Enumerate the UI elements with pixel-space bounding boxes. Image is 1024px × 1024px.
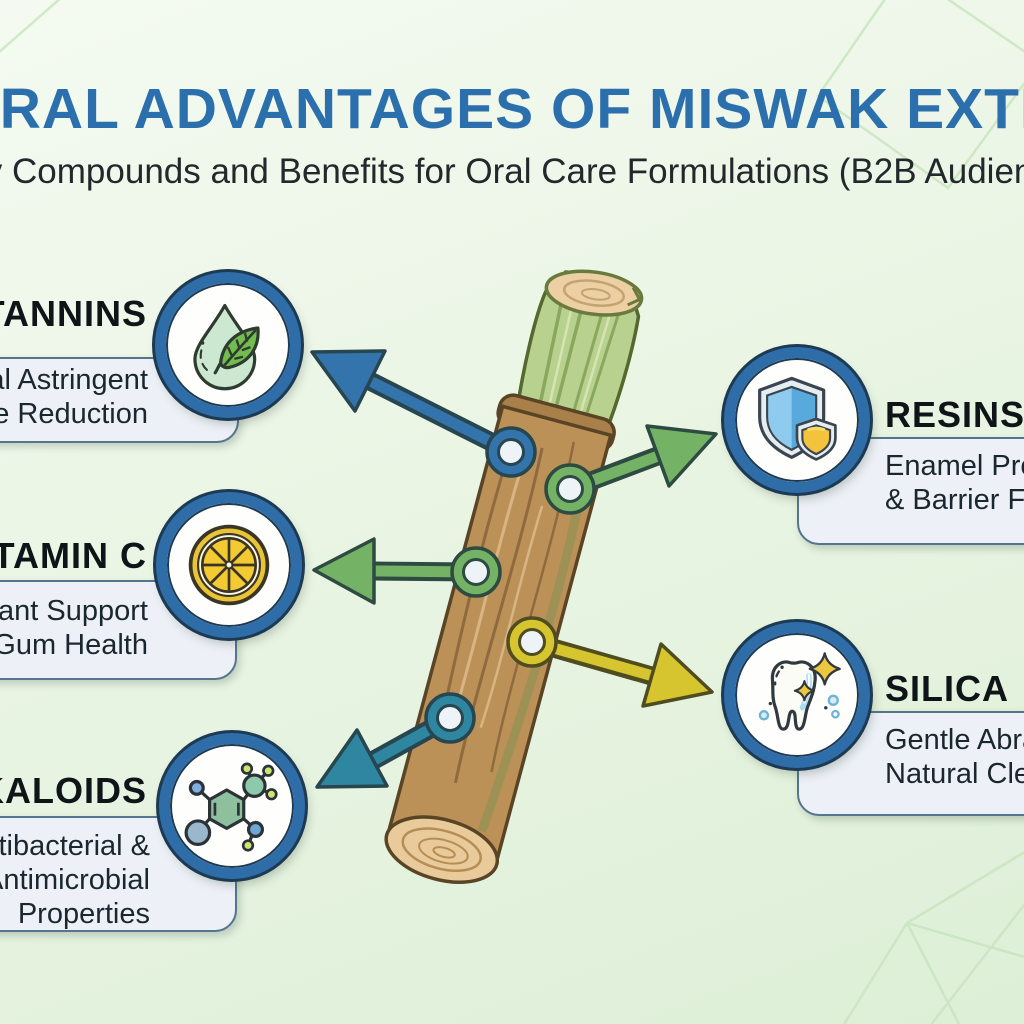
page-title: NATURAL ADVANTAGES OF MISWAK EXTRACT	[0, 77, 1024, 141]
arrow-tannins	[310, 349, 537, 478]
alkaloids-heading: ALKALOIDS	[0, 770, 147, 811]
benefit-line: Antimicrobial	[0, 864, 150, 896]
cut-face-top	[544, 269, 644, 317]
benefit-line: Enamel Protection	[885, 450, 1024, 482]
arrow-alkaloids	[315, 692, 476, 789]
connector-node	[485, 426, 537, 478]
alkaloids-circle	[159, 733, 305, 879]
benefit-line: Antibacterial &	[0, 830, 150, 862]
stick-shaft	[384, 404, 613, 869]
vitamin-c-heading: VITAMIN C	[0, 535, 147, 576]
arrowhead	[641, 642, 714, 708]
double-shield-icon	[758, 376, 837, 461]
molecule-icon	[184, 762, 278, 852]
miswak-stick	[384, 269, 644, 884]
arrow-vitamin-c	[312, 537, 502, 605]
connector-node	[424, 692, 476, 744]
silica-heading: SILICA	[885, 668, 1010, 709]
stick-collar	[496, 393, 616, 453]
sparkling-tooth-icon	[758, 652, 841, 731]
arrowhead	[312, 537, 376, 605]
tannins-benefit-text: Natural Astringent Plaque Reduction	[0, 363, 148, 431]
bristle-tip	[515, 270, 641, 437]
benefit-line: & Gum Health	[0, 629, 148, 661]
page-subtitle: Key Compounds and Benefits for Oral Care…	[0, 152, 1024, 191]
vitamin-c-circle	[156, 492, 302, 638]
benefit-line: Antioxidant Support	[0, 595, 148, 627]
citrus-slice-icon	[188, 524, 270, 606]
connector-node	[450, 546, 502, 598]
benefit-line: Natural Cleaning	[885, 758, 1024, 790]
benefit-line: & Barrier Function	[885, 484, 1024, 516]
resins-heading: RESINS	[885, 394, 1024, 435]
arrow-silica	[506, 616, 714, 708]
cut-face-bottom	[384, 815, 500, 884]
benefit-line: Plaque Reduction	[0, 398, 148, 430]
tannins-circle	[155, 272, 301, 418]
arrowhead	[645, 424, 718, 488]
droplet-leaf-icon	[193, 303, 260, 391]
alkaloids-benefit-card	[0, 816, 237, 932]
benefit-line: Natural Astringent	[0, 364, 148, 396]
arrowhead	[315, 728, 389, 789]
tannins-heading: TANNINS	[0, 293, 147, 334]
benefit-line: Gentle Abrasive	[885, 724, 1024, 756]
resins-circle	[724, 347, 870, 493]
silica-benefit-text: Gentle Abrasive Natural Cleaning	[885, 723, 1024, 791]
vitamin-c-benefit-text: Antioxidant Support & Gum Health	[0, 594, 148, 662]
silica-circle	[724, 622, 870, 768]
connector-node	[506, 616, 558, 668]
benefit-line: Properties	[17, 898, 150, 930]
alkaloids-benefit-text: Antibacterial & Antimicrobial Properties	[0, 829, 150, 931]
arrowhead	[310, 349, 387, 413]
resins-benefit-text: Enamel Protection & Barrier Function	[885, 449, 1024, 517]
connector-node	[544, 463, 596, 515]
arrow-resins	[544, 424, 718, 515]
